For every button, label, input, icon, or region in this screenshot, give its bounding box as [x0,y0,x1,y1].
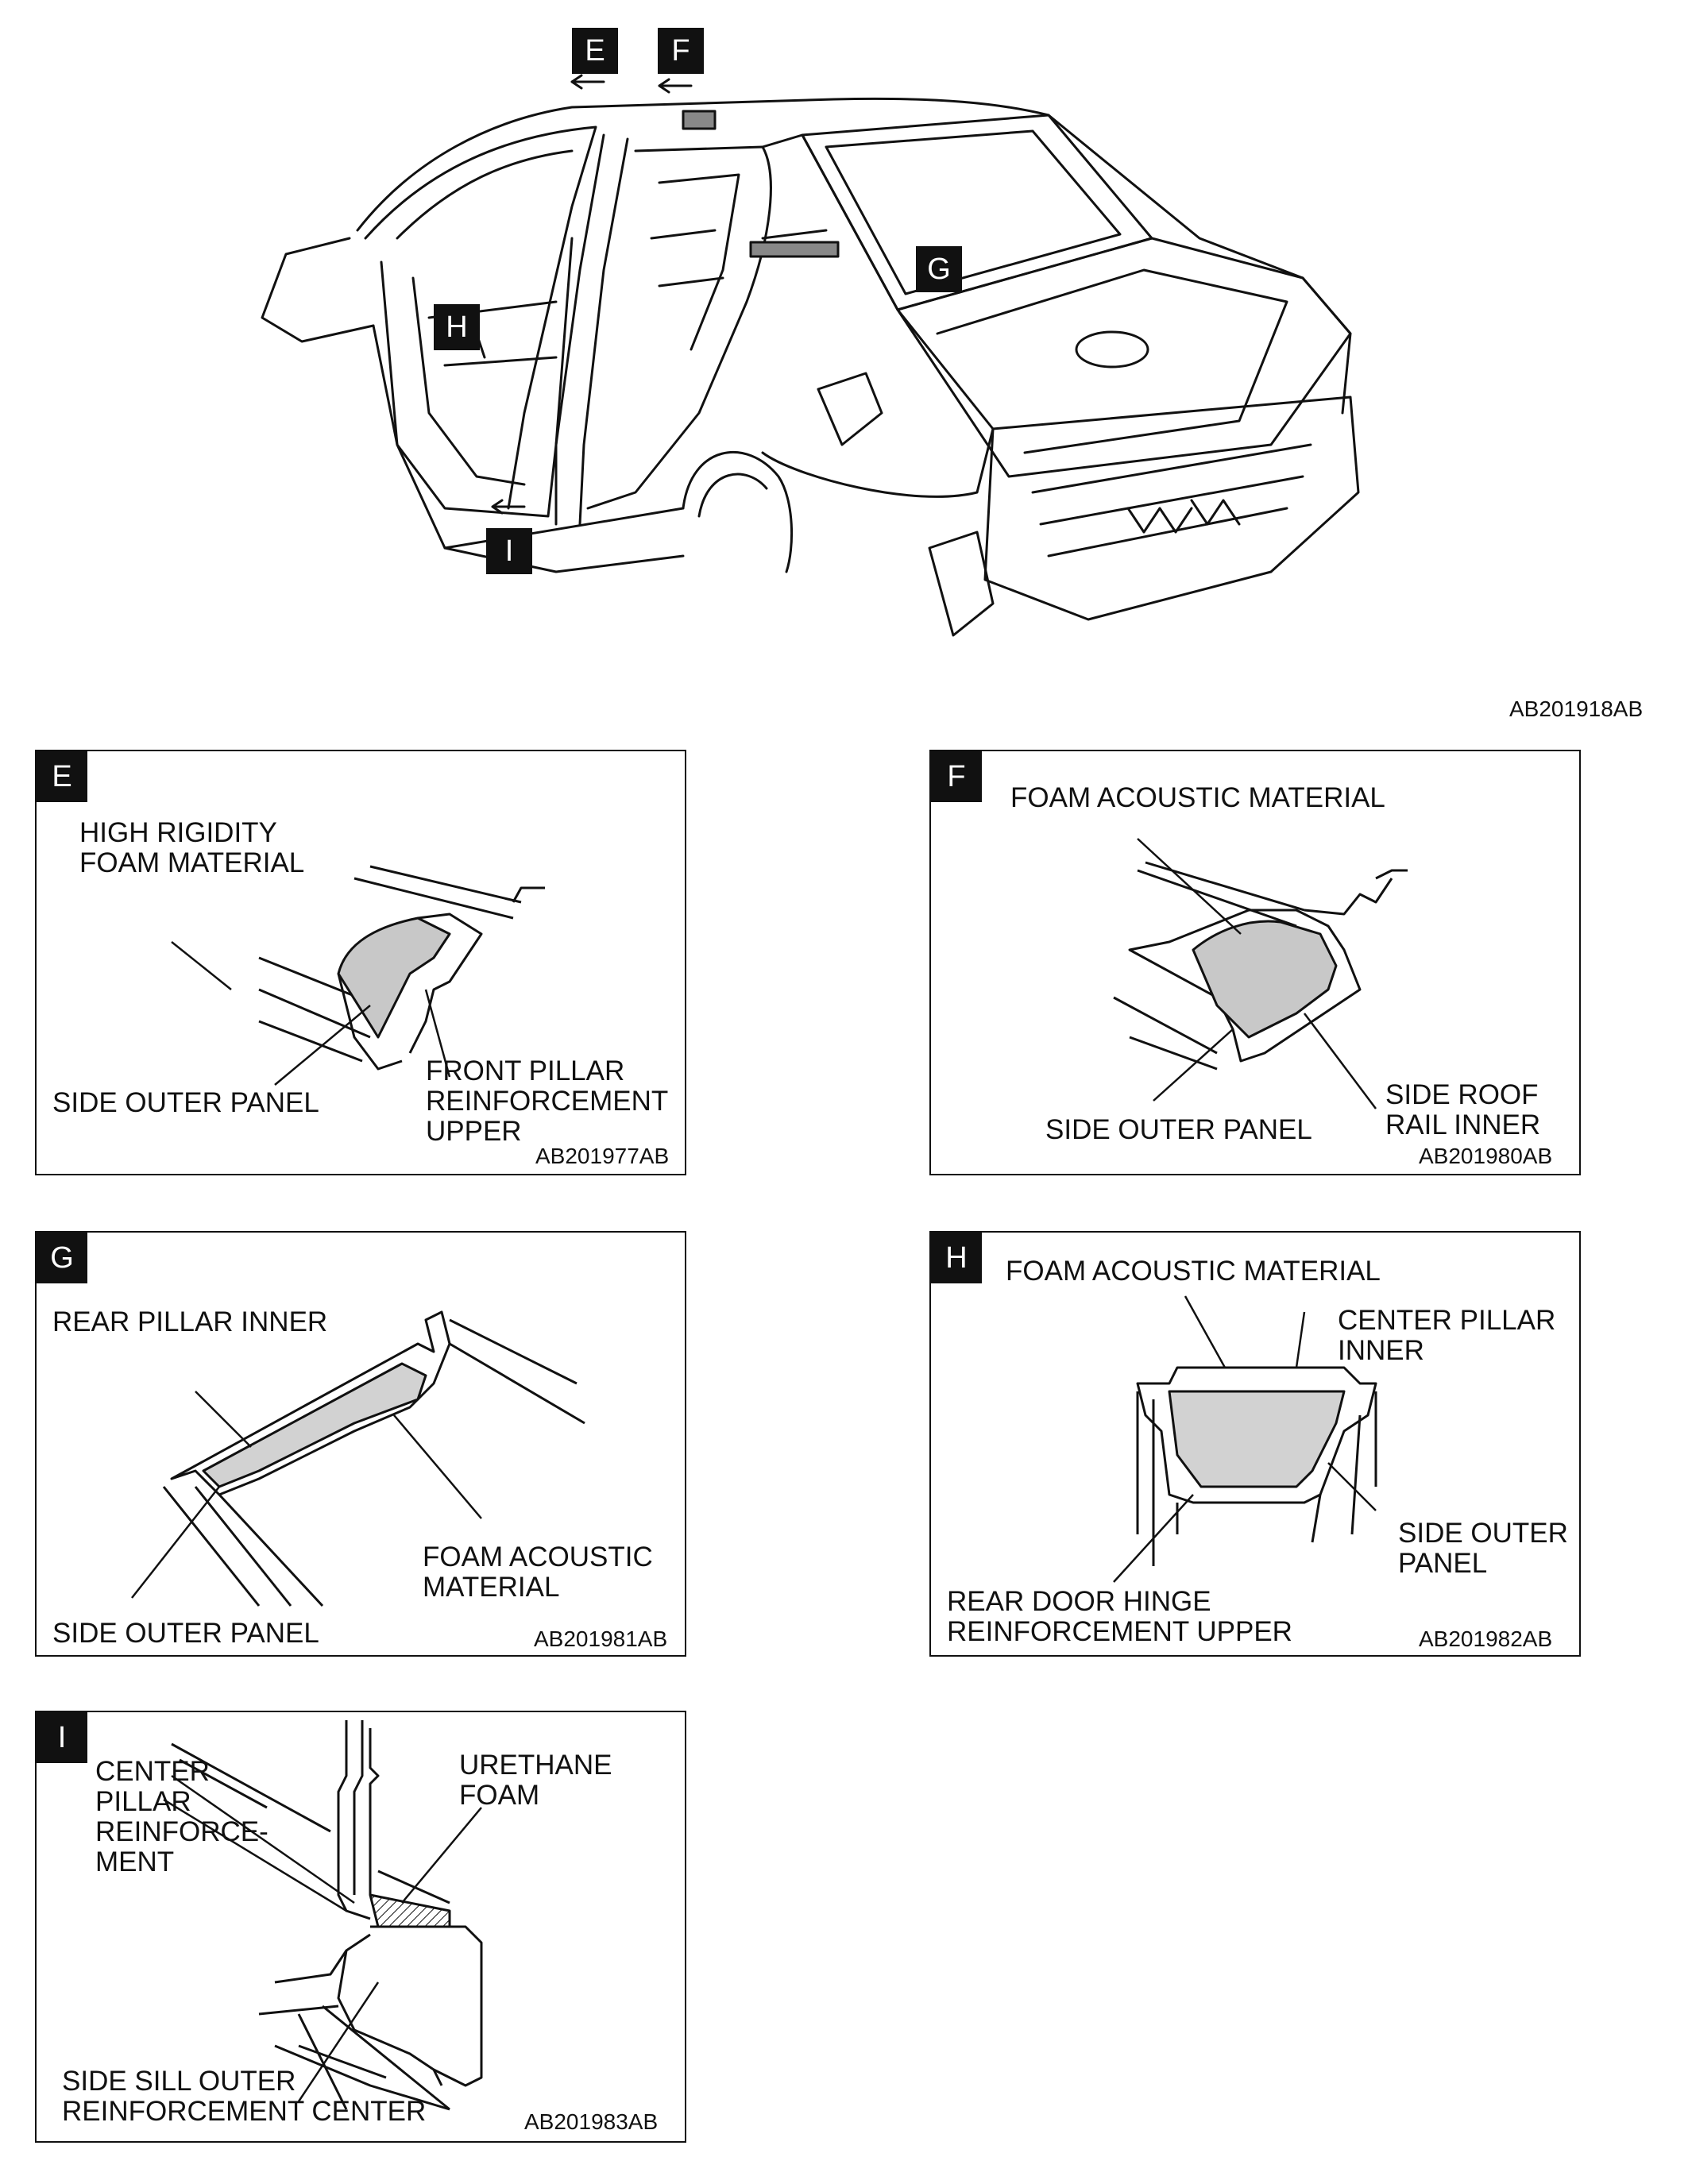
label-foam-acoustic-f: FOAM ACOUSTIC MATERIAL [1010,782,1385,813]
callout-i: I [486,528,532,574]
label-side-outer-panel-f: SIDE OUTER PANEL [1045,1114,1312,1145]
rear-door-opening [586,145,772,510]
panel-h-ref: AB201982AB [1419,1626,1553,1651]
label-side-sill-outer: SIDE SILL OUTER [62,2066,296,2097]
label-material-g: MATERIAL [423,1572,560,1603]
callout-f: F [658,28,704,74]
foam-material-f [1192,920,1338,1039]
label-rear-pillar-inner: REAR PILLAR INNER [52,1306,328,1337]
label-urethane: URETHANE [459,1750,612,1781]
label-ment-i: MENT [95,1846,175,1877]
panel-f-diagram [1113,838,1408,1109]
panel-e-tag: E [37,751,87,802]
label-rail-inner: RAIL INNER [1385,1109,1541,1140]
foam-material-g [202,1362,427,1488]
label-foam-material: FOAM MATERIAL [79,847,305,878]
label-reinforce-i: REINFORCE- [95,1816,268,1847]
center-pillar [554,133,605,526]
panel-g-diagram [131,1310,585,1607]
panel-i-tag: I [37,1712,87,1763]
foam-material-e [337,916,451,1039]
label-reinforcement-center: REINFORCEMENT CENTER [62,2096,427,2127]
panel-g-ref: AB201981AB [534,1626,668,1651]
label-foam-acoustic-g: FOAM ACOUSTIC [423,1542,653,1572]
roof-outline [356,97,1352,415]
callout-h: H [434,304,480,350]
label-center-pillar: CENTER PILLAR [1338,1305,1556,1336]
panel-g: G REAR PILLAR INNER FOAM ACOUSTIC MATERI… [35,1231,686,1657]
label-inner-h: INNER [1338,1335,1424,1366]
front-pillar [364,125,597,510]
front-structure [261,237,375,343]
front-door-opening [380,237,574,518]
panel-h-diagram [1113,1295,1377,1583]
label-center-i: CENTER [95,1756,210,1787]
quarter-panel [761,133,995,498]
rear-panel [983,396,1360,621]
label-upper-e: UPPER [426,1116,522,1147]
trunk-opening [896,237,1352,478]
label-side-outer-h: SIDE OUTER [1398,1518,1568,1549]
panel-f-ref: AB201980AB [1419,1144,1553,1168]
panel-g-tag: G [37,1233,87,1283]
section-marker-f [682,110,717,130]
panel-e-diagram [171,865,545,1086]
foam-material-h [1168,1390,1346,1488]
label-high-rigidity: HIGH RIGIDITY [79,817,277,848]
panel-e: E HIGH RIGIDITY FOAM MATERIAL SIDE OUTER… [35,750,686,1175]
main-figure-ref: AB201918AB [1509,696,1644,721]
panel-h-tag: H [931,1233,982,1283]
label-foam-acoustic-h: FOAM ACOUSTIC MATERIAL [1006,1256,1381,1287]
label-panel-h: PANEL [1398,1548,1488,1579]
car-body-illustration [261,74,1360,637]
panel-f: F FOAM ACOUSTIC MATERIAL SIDE ROOF RAIL … [929,750,1581,1175]
label-reinforcement-e: REINFORCEMENT [426,1086,669,1117]
panel-i-diagram [163,1720,483,2111]
label-side-outer-panel-g: SIDE OUTER PANEL [52,1618,319,1649]
label-rear-door-hinge: REAR DOOR HINGE [947,1586,1211,1617]
label-front-pillar: FRONT PILLAR [426,1055,625,1086]
panel-h: H FOAM ACOUSTIC MATERIAL CENTER PILLAR I… [929,1231,1581,1657]
panel-e-ref: AB201977AB [535,1144,670,1168]
panel-f-tag: F [931,751,982,802]
panel-i: I CENTER PILLAR REINFORCE- MENT URETHANE… [35,1711,686,2143]
section-marker-g [749,241,840,258]
fuel-door [817,372,883,446]
label-side-outer-panel-e: SIDE OUTER PANEL [52,1087,319,1118]
label-reinforcement-upper: REINFORCEMENT UPPER [947,1616,1292,1647]
urethane-foam [369,1893,451,1928]
panel-i-ref: AB201983AB [524,2109,659,2134]
rear-wheel-arch [682,450,794,573]
tail-light-pocket [928,531,995,637]
callout-e: E [572,28,618,74]
label-pillar-i: PILLAR [95,1786,191,1817]
callout-g: G [916,246,962,292]
label-side-roof: SIDE ROOF [1385,1079,1539,1110]
label-foam-i: FOAM [459,1780,540,1811]
